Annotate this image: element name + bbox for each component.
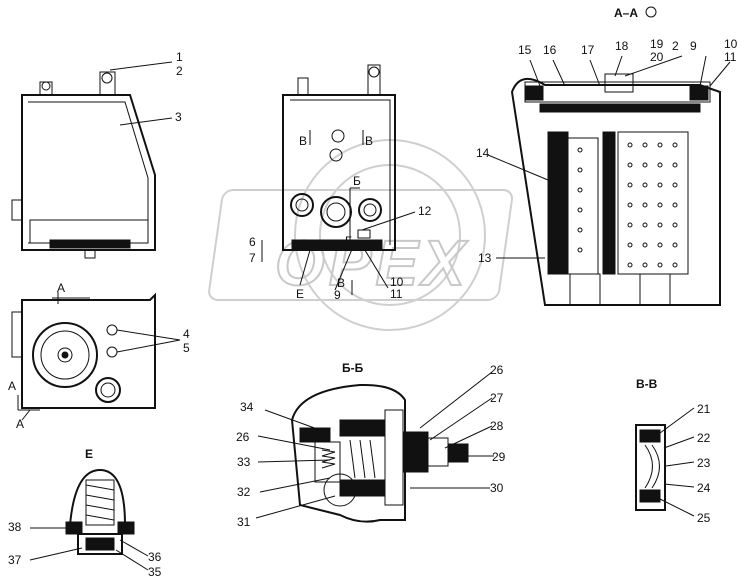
marker-v-bottom: В	[337, 276, 345, 290]
callout-25: 25	[697, 511, 711, 525]
callout-10b: 10	[724, 37, 738, 51]
section-title-a-a: A–A	[614, 6, 638, 20]
callout-labels: 1 2 3 4 5 6 7 9 10 11 12 13 14 15 16 17 …	[8, 37, 738, 579]
callout-11b: 11	[724, 50, 737, 64]
callout-11: 11	[390, 287, 403, 301]
callout-20: 20	[650, 50, 664, 64]
callout-9: 9	[334, 288, 341, 302]
callout-26b: 26	[236, 430, 250, 444]
marker-b-bottom: Б	[345, 234, 353, 248]
callout-12: 12	[418, 204, 432, 218]
callout-9b: 9	[690, 39, 697, 53]
callout-38: 38	[8, 520, 22, 534]
callout-7: 7	[249, 251, 256, 265]
callout-35: 35	[148, 565, 162, 579]
callout-17: 17	[581, 43, 595, 57]
callout-1: 1	[176, 50, 183, 64]
housing-side-view	[11, 61, 173, 259]
callout-5: 5	[183, 341, 190, 355]
callout-10: 10	[390, 275, 404, 289]
callout-2b: 2	[672, 39, 679, 53]
callout-27: 27	[490, 391, 504, 405]
callout-23: 23	[697, 456, 711, 470]
callout-28: 28	[490, 419, 504, 433]
callout-31: 31	[237, 515, 251, 529]
housing-bottom-view	[11, 292, 181, 421]
section-markers: A–A Б-Б В-В E В В Б Б В E A A A	[8, 6, 658, 461]
detail-e	[29, 468, 149, 571]
callout-34: 34	[240, 400, 254, 414]
callout-30: 30	[490, 481, 504, 495]
callout-21: 21	[697, 402, 711, 416]
housing-front-view	[261, 64, 416, 295]
callout-6: 6	[249, 235, 256, 249]
marker-v-left: В	[299, 134, 307, 148]
callout-22: 22	[697, 431, 711, 445]
marker-b-top: Б	[353, 174, 361, 188]
marker-a-bottom: A	[16, 417, 24, 431]
section-title-b-b: Б-Б	[342, 361, 364, 375]
section-a-a	[487, 6, 731, 306]
callout-36: 36	[148, 550, 162, 564]
section-b-b	[255, 371, 494, 523]
callout-32: 32	[237, 485, 251, 499]
callout-4: 4	[183, 327, 190, 341]
callout-3: 3	[175, 110, 182, 124]
callout-24: 24	[697, 481, 711, 495]
callout-2: 2	[176, 64, 183, 78]
callout-13: 13	[478, 251, 492, 265]
marker-v-right: В	[365, 134, 373, 148]
section-title-v-v: В-В	[636, 377, 658, 391]
callout-14: 14	[476, 146, 490, 160]
section-v-v	[635, 407, 695, 517]
marker-a-top: A	[57, 281, 65, 295]
callout-19: 19	[650, 37, 664, 51]
callout-33: 33	[237, 455, 251, 469]
svg-text:OPEX: OPEX	[275, 227, 469, 299]
marker-e: E	[296, 287, 304, 301]
callout-16: 16	[543, 43, 557, 57]
callout-29: 29	[492, 450, 506, 464]
detail-title-e: E	[85, 447, 93, 461]
callout-18: 18	[615, 39, 629, 53]
callout-37: 37	[8, 553, 22, 567]
callout-15: 15	[518, 43, 532, 57]
callout-26: 26	[490, 363, 504, 377]
marker-a-side: A	[8, 379, 16, 393]
